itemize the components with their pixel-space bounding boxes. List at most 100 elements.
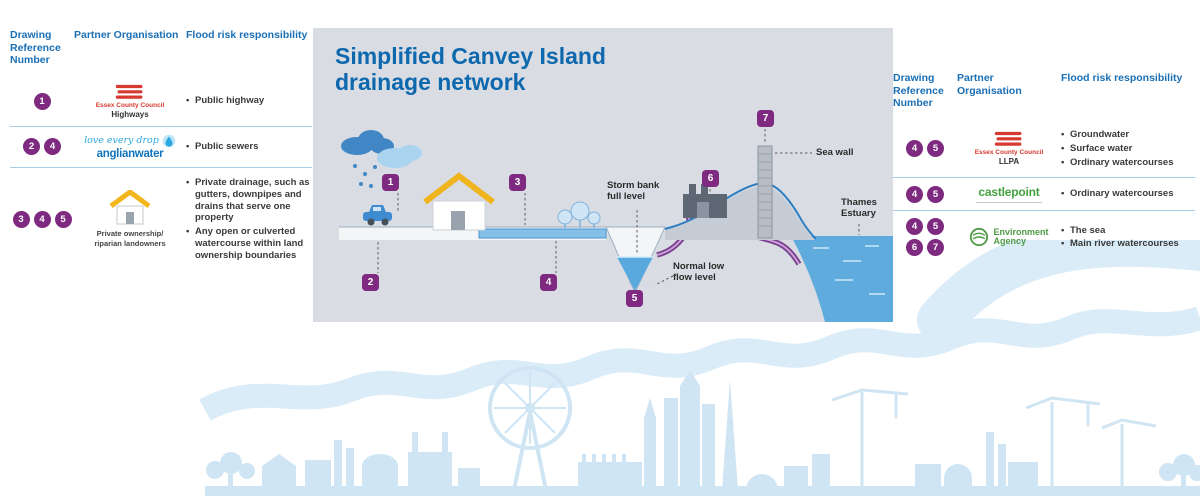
responsibility-item: Ordinary watercourses	[1061, 157, 1195, 169]
org-cell-essex-llpa: Essex County Council LLPA	[957, 131, 1061, 166]
reference-badge: 4	[906, 218, 923, 236]
reference-badge: 7	[927, 239, 944, 257]
anglian-water-tagline: love every drop	[84, 135, 159, 147]
diagram-badge-7: 7	[757, 110, 774, 127]
header-flood-risk: Flood risk responsibility	[1061, 72, 1183, 84]
header-drawing-reference: Drawing Reference Number	[10, 29, 61, 67]
drainage-illustration	[339, 129, 893, 322]
diagram-badge-5: 5	[626, 290, 643, 307]
responsibility-item: Any open or culverted watercourse within…	[186, 226, 312, 262]
essex-county-council-logo	[115, 84, 143, 99]
normal-low-label: Normal low flow level	[673, 261, 724, 284]
row-divider	[893, 210, 1195, 212]
responsibility-list: Private drainage, such as gutters, downp…	[186, 175, 312, 264]
thames-line2: Estuary	[841, 208, 876, 220]
castle-point-logo: castlepoint	[978, 185, 1040, 200]
thames-line1: Thames	[841, 197, 877, 208]
storm-bank-label: Storm bank full level	[607, 180, 659, 203]
environment-agency-wordmark: Environment Agency	[993, 226, 1049, 248]
responsibility-list: Ordinary watercourses	[1061, 186, 1195, 202]
org-subtitle: Highways	[111, 109, 149, 119]
title-line2: drainage network	[335, 68, 526, 95]
sea-wall-label: Sea wall	[816, 147, 854, 158]
org-name: Essex County Council	[974, 149, 1044, 157]
diagram-badge-4: 4	[540, 274, 557, 291]
diagram-badge-1: 1	[382, 174, 399, 191]
reference-badge: 4	[906, 140, 923, 158]
page-title: Simplified Canvey Island drainage networ…	[335, 43, 606, 96]
legend-row-essex-llfa: 4 5 Essex County Council LLPA Groundwate…	[893, 120, 1195, 178]
org-cell-private-ownership: Private ownership/ riparian landowners	[74, 190, 186, 248]
header-flood-risk: Flood risk responsibility	[186, 29, 308, 41]
legend-row-highways: 1 Essex County Council Highways Public h…	[10, 77, 312, 126]
responsibility-list: Public sewers	[186, 139, 312, 155]
reference-badge: 5	[927, 140, 944, 158]
normal-low-line1: Normal low	[673, 261, 725, 272]
responsibility-item: Groundwater	[1061, 129, 1195, 141]
left-legend-table: Drawing Reference Number Partner Organis…	[10, 25, 312, 271]
header-partner-organisation: Partner Organisation	[957, 72, 1022, 97]
responsibility-item: The sea	[1061, 225, 1195, 237]
responsibility-item: Ordinary watercourses	[1061, 188, 1195, 200]
reference-badges: 4 5	[893, 140, 957, 158]
reference-badges: 3 4 5	[10, 210, 74, 228]
reference-badge: 5	[927, 185, 944, 203]
thames-estuary-label: Thames Estuary	[841, 197, 877, 220]
reference-badge: 5	[54, 210, 72, 228]
row-divider	[10, 125, 312, 127]
org-line1: Environment	[993, 226, 1049, 237]
org-name: Private ownership/ riparian landowners	[94, 229, 165, 248]
responsibility-list: Groundwater Surface water Ordinary water…	[1061, 127, 1195, 171]
org-line1: Private ownership/	[96, 229, 164, 239]
row-divider	[10, 166, 312, 168]
reference-badges: 4 5	[893, 185, 957, 203]
legend-row-castle-point: 4 5 castlepoint Ordinary watercourses	[893, 178, 1195, 210]
legend-header-row: Drawing Reference Number Partner Organis…	[893, 68, 1195, 120]
org-cell-essex-highways: Essex County Council Highways	[74, 84, 186, 119]
anglian-water-brand: anglianwater	[96, 147, 164, 160]
org-cell-castle-point: castlepoint	[957, 185, 1061, 204]
legend-row-environment-agency: 4 5 6 7 Environment Agency	[893, 211, 1195, 263]
right-legend-table: Drawing Reference Number Partner Organis…	[893, 68, 1195, 263]
reference-badges: 2 4	[10, 138, 74, 156]
house-icon	[109, 190, 151, 225]
org-line2: riparian landowners	[94, 238, 166, 248]
legend-row-private-ownership: 3 4 5 Private ownership/ riparian landow…	[10, 168, 312, 271]
org-cell-environment-agency: Environment Agency	[957, 227, 1061, 247]
reference-badge: 2	[23, 138, 40, 156]
water-drop-icon	[162, 134, 176, 148]
normal-low-line2: flow level	[673, 272, 716, 284]
reference-badges: 1	[10, 92, 74, 110]
row-divider	[893, 177, 1195, 179]
responsibility-item: Public sewers	[186, 141, 312, 153]
storm-bank-line1: Storm bank	[607, 180, 660, 191]
castle-point-logo-rule	[976, 202, 1042, 204]
reference-badge: 5	[927, 218, 944, 236]
org-subtitle: LLPA	[998, 157, 1020, 167]
reference-badge: 1	[33, 92, 51, 110]
reference-badge: 3	[12, 210, 30, 228]
diagram-badge-6: 6	[702, 170, 719, 187]
responsibility-item: Private drainage, such as gutters, downp…	[186, 177, 312, 225]
reference-badge: 4	[44, 138, 61, 156]
org-cell-anglian-water: love every drop anglianwater	[74, 134, 186, 160]
reference-badges: 4 5 6 7	[903, 218, 947, 257]
drainage-diagram-panel: Simplified Canvey Island drainage networ…	[313, 28, 893, 322]
responsibility-list: The sea Main river watercourses	[1061, 223, 1195, 253]
reference-badge: 6	[906, 239, 923, 257]
header-partner-organisation: Partner Organisation	[74, 29, 179, 41]
essex-county-council-logo	[994, 131, 1022, 146]
legend-header-row: Drawing Reference Number Partner Organis…	[10, 25, 312, 77]
responsibility-item: Public highway	[186, 95, 312, 107]
legend-row-anglian-water: 2 4 love every drop anglianwater Public …	[10, 127, 312, 167]
reference-badge: 4	[906, 185, 923, 203]
reference-badge: 4	[33, 210, 51, 228]
responsibility-item: Surface water	[1061, 143, 1195, 155]
responsibility-item: Main river watercourses	[1061, 238, 1195, 250]
diagram-badge-3: 3	[509, 174, 526, 191]
diagram-badge-2: 2	[362, 274, 379, 291]
org-name: Essex County Council	[95, 101, 165, 109]
london-skyline-illustration	[199, 240, 1200, 496]
storm-bank-line2: full level	[607, 191, 646, 203]
title-line1: Simplified Canvey Island	[335, 43, 606, 69]
